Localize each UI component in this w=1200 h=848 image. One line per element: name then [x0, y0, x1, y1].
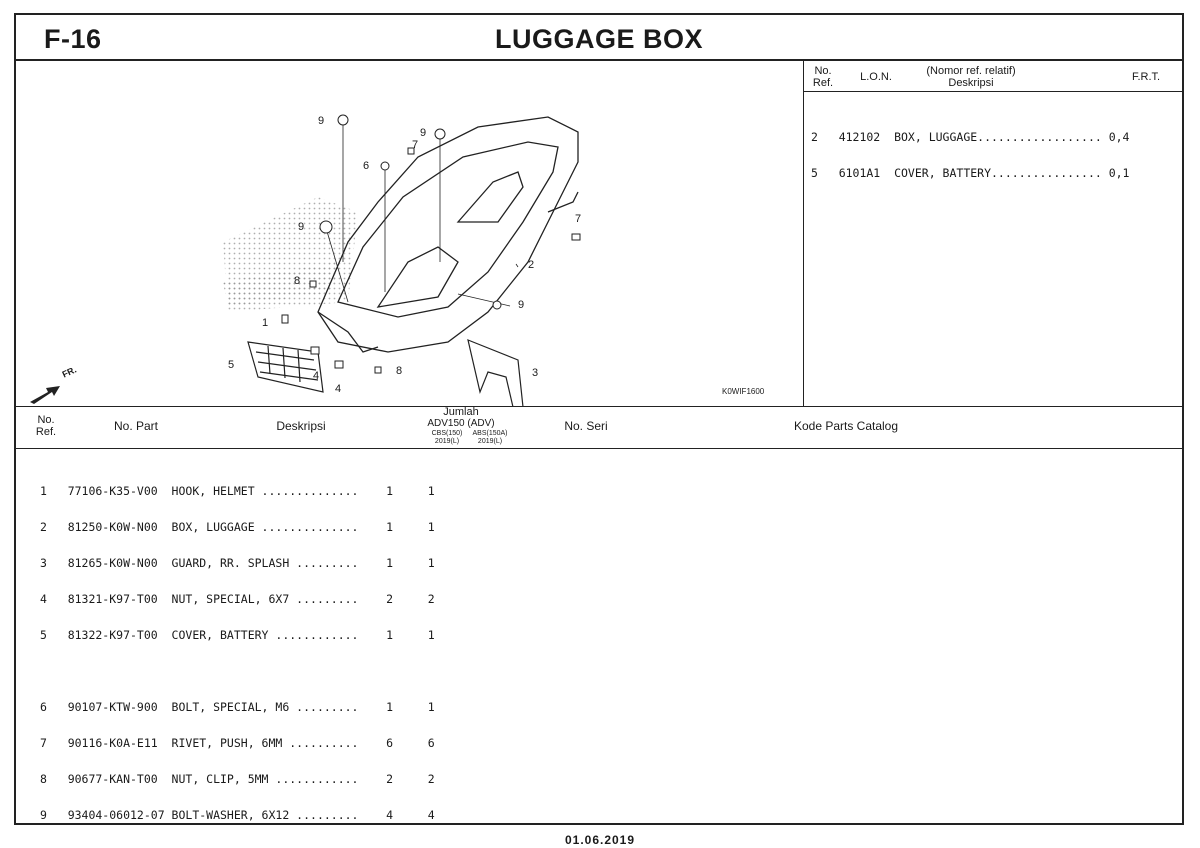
front-arrow-icon: [30, 386, 60, 404]
callout-9d: 9: [518, 299, 524, 311]
page-frame: F-16 LUGGAGE BOX No.Ref. L.O.N. (Nomor r…: [14, 13, 1184, 825]
ref-col-lon: L.O.N.: [860, 71, 892, 83]
ref-row: 5 6101A1 COVER, BATTERY................ …: [811, 166, 1130, 180]
ref-header-line: [803, 91, 1184, 92]
ref-col-no: No.Ref.: [812, 65, 834, 89]
callout-7a: 7: [412, 139, 418, 151]
callout-9b: 9: [420, 127, 426, 139]
parts-header-line: [16, 448, 1182, 449]
list-item: 7 90116-K0A-E11 RIVET, PUSH, 6MM .......…: [40, 736, 435, 750]
list-item: 2 81250-K0W-N00 BOX, LUGGAGE ...........…: [40, 520, 435, 534]
list-item: [40, 665, 435, 677]
ref-rows: 2 412102 BOX, LUGGAGE.................. …: [811, 107, 1130, 203]
list-item: 4 81321-K97-T00 NUT, SPECIAL, 6X7 ......…: [40, 592, 435, 606]
list-item: 5 81322-K97-T00 COVER, BATTERY .........…: [40, 628, 435, 642]
callout-2: 2: [528, 259, 534, 271]
variant-cbs: CBS(150)2019(L): [431, 430, 463, 445]
list-item: 1 77106-K35-V00 HOOK, HELMET ...........…: [40, 484, 435, 498]
parts-col-part: No. Part: [113, 419, 158, 433]
list-item: 6 90107-KTW-900 BOLT, SPECIAL, M6 ......…: [40, 700, 435, 714]
battery-cover-shape: [247, 341, 324, 393]
callout-1: 1: [262, 317, 268, 329]
callout-8b: 8: [396, 365, 402, 377]
callout-7b: 7: [575, 213, 581, 225]
ref-col-frt: F.R.T.: [1131, 71, 1161, 83]
splash-guard-shape: [467, 339, 524, 406]
list-item: 9 93404-06012-07 BOLT-WASHER, 6X12 .....…: [40, 808, 435, 822]
parts-col-kode: Kode Parts Catalog: [793, 419, 899, 433]
diagram-bottom-line: [16, 406, 1182, 407]
ref-col-desc: (Nomor ref. relatif)Deskripsi: [926, 65, 1016, 89]
section-code: F-16: [44, 24, 102, 54]
image-code: K0WIF1600: [722, 387, 765, 396]
ref-row: 2 412102 BOX, LUGGAGE.................. …: [811, 130, 1130, 144]
exploded-diagram: 9 9 7 6 9 8 1 5 4 4 8 2 9 3 7: [30, 114, 581, 406]
footer-date: 01.06.2019: [564, 833, 636, 847]
page-title: LUGGAGE BOX: [494, 24, 703, 54]
variant-abs: ABS(150A)2019(L): [472, 430, 508, 445]
callout-9c: 9: [298, 221, 304, 233]
list-item: 8 90677-KAN-T00 NUT, CLIP, 5MM .........…: [40, 772, 435, 786]
diagram-divider: [803, 61, 804, 406]
callout-9a: 9: [318, 115, 324, 127]
parts-col-desc: Deskripsi: [276, 419, 326, 433]
parts-list: 1 77106-K35-V00 HOOK, HELMET ...........…: [40, 461, 435, 845]
callout-4b: 4: [335, 383, 341, 395]
parts-col-seri: No. Seri: [564, 419, 608, 433]
callout-3: 3: [532, 367, 538, 379]
header-bar: F-16 LUGGAGE BOX: [16, 15, 1182, 61]
callout-8a: 8: [294, 275, 300, 287]
callout-5: 5: [228, 359, 234, 371]
parts-col-jumlah: Jumlah ADV150 (ADV): [427, 406, 495, 429]
list-item: 3 81265-K0W-N00 GUARD, RR. SPLASH ......…: [40, 556, 435, 570]
callout-4a: 4: [313, 370, 319, 382]
parts-col-no: No.Ref.: [35, 414, 57, 438]
callout-6: 6: [363, 160, 369, 172]
